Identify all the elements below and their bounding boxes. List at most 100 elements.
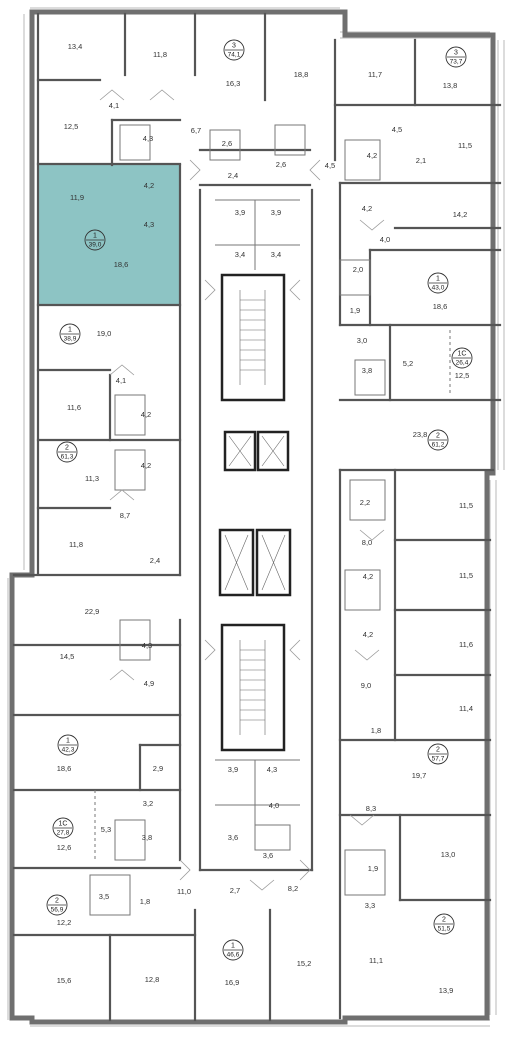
apartment-marker[interactable]: 261,3 — [56, 441, 78, 463]
room-area-label: 4,3 — [144, 220, 154, 229]
apartment-rooms-count: 1 — [93, 232, 97, 239]
room-area-label: 3,2 — [143, 799, 153, 808]
room-area-label: 4,0 — [380, 235, 390, 244]
room-area-label: 11,7 — [368, 70, 382, 79]
room-area-label: 16,3 — [226, 79, 241, 88]
apartment-marker[interactable]: 261,2 — [427, 429, 449, 451]
room-area-label: 2,0 — [353, 265, 363, 274]
room-area-label: 4,2 — [141, 461, 151, 470]
apartment-marker-circle — [46, 894, 68, 916]
room-area-label: 8,7 — [120, 511, 130, 520]
room-area-label: 4,5 — [325, 161, 335, 170]
apartment-marker-circle — [427, 743, 449, 765]
room-area-label: 9,0 — [361, 681, 371, 690]
room-area-label: 11,6 — [459, 640, 473, 649]
facade-windows — [7, 7, 505, 1027]
interior-walls — [12, 12, 502, 1022]
room-area-label: 4,1 — [116, 376, 126, 385]
apartment-total-area: 73,7 — [450, 59, 463, 66]
apartment-rooms-count: 2 — [65, 444, 69, 451]
apartment-marker[interactable]: 251,5 — [433, 913, 455, 935]
apartment-marker[interactable]: 142,3 — [57, 734, 79, 756]
apartment-rooms-count: 3 — [454, 49, 458, 56]
room-area-label: 23,8 — [413, 430, 428, 439]
apartment-marker[interactable]: 256,9 — [46, 894, 68, 916]
room-area-label: 6,7 — [191, 126, 201, 135]
apartment-marker[interactable]: 143,0 — [427, 272, 449, 294]
room-area-label: 18,6 — [57, 764, 72, 773]
apartment-marker-circle — [84, 229, 106, 251]
room-area-label: 19,0 — [97, 329, 112, 338]
apartment-marker-circle — [427, 429, 449, 451]
apartment-rooms-count: 1 — [68, 326, 72, 333]
apartment-marker-circle — [222, 939, 244, 961]
room-area-label: 3,9 — [228, 765, 238, 774]
selected-apartment-highlight[interactable] — [38, 164, 180, 305]
apartment-marker[interactable]: 138,9 — [59, 323, 81, 345]
room-area-label: 16,9 — [225, 978, 240, 987]
room-area-label: 13,9 — [439, 986, 454, 995]
apartment-total-area: 26,4 — [456, 360, 469, 367]
apartment-marker[interactable]: 374,1 — [223, 39, 245, 61]
room-area-label: 5,3 — [101, 825, 111, 834]
room-area-label: 12,2 — [57, 918, 72, 927]
room-area-label: 18,6 — [114, 260, 129, 269]
apartment-total-area: 27,8 — [57, 830, 70, 837]
apartment-marker-circle — [445, 46, 467, 68]
room-area-label: 13,0 — [441, 850, 456, 859]
room-area-label: 11,8 — [153, 50, 167, 59]
room-area-label: 3,9 — [235, 208, 245, 217]
room-area-label: 4,3 — [267, 765, 277, 774]
room-area-label: 4,9 — [144, 679, 154, 688]
room-area-label: 4,2 — [141, 410, 151, 419]
room-area-label: 12,6 — [57, 843, 72, 852]
room-area-label: 15,2 — [297, 959, 312, 968]
apartment-total-area: 61,2 — [432, 442, 445, 449]
apartment-marker-circle — [59, 323, 81, 345]
room-area-label: 4,1 — [109, 101, 119, 110]
apartment-marker[interactable]: 139,0 — [84, 229, 106, 251]
room-area-label: 11,5 — [459, 571, 473, 580]
room-area-label: 11,5 — [459, 501, 473, 510]
room-area-label: 13,4 — [68, 42, 83, 51]
room-area-label: 8,0 — [362, 538, 372, 547]
room-area-label: 4,0 — [269, 801, 279, 810]
room-area-label: 2,4 — [150, 556, 160, 565]
room-area-label: 3,0 — [357, 336, 367, 345]
room-area-label: 15,6 — [57, 976, 72, 985]
room-area-label: 11,3 — [85, 474, 99, 483]
room-area-label: 12,8 — [145, 975, 160, 984]
apartment-rooms-count: 2 — [55, 897, 59, 904]
room-area-label: 19,7 — [412, 771, 427, 780]
apartment-marker-circle — [427, 272, 449, 294]
apartment-marker-circle — [57, 734, 79, 756]
apartment-total-area: 57,7 — [432, 756, 445, 763]
room-area-label: 4,2 — [367, 151, 377, 160]
apartment-marker-circle — [223, 39, 245, 61]
apartment-rooms-count: 1 — [66, 737, 70, 744]
room-area-label: 11,8 — [69, 540, 83, 549]
room-area-label: 4,3 — [143, 134, 153, 143]
room-area-label: 2,2 — [360, 498, 370, 507]
apartment-total-area: 38,9 — [64, 336, 77, 343]
room-area-label: 11,9 — [70, 193, 84, 202]
room-area-label: 4,2 — [144, 181, 154, 190]
room-area-label: 3,6 — [228, 833, 238, 842]
apartment-marker[interactable]: 146,6 — [222, 939, 244, 961]
apartment-total-area: 51,5 — [438, 926, 451, 933]
apartment-total-area: 46,6 — [227, 952, 240, 959]
room-area-label: 1,8 — [140, 897, 150, 906]
apartment-marker[interactable]: 257,7 — [427, 743, 449, 765]
room-area-label: 12,5 — [64, 122, 79, 131]
room-area-label: 11,0 — [177, 887, 191, 896]
apartment-rooms-count: 3 — [232, 42, 236, 49]
room-area-label: 2,9 — [153, 764, 163, 773]
room-area-label: 8,2 — [288, 884, 298, 893]
apartment-marker[interactable]: 373,7 — [445, 46, 467, 68]
room-area-label: 11,1 — [369, 956, 383, 965]
